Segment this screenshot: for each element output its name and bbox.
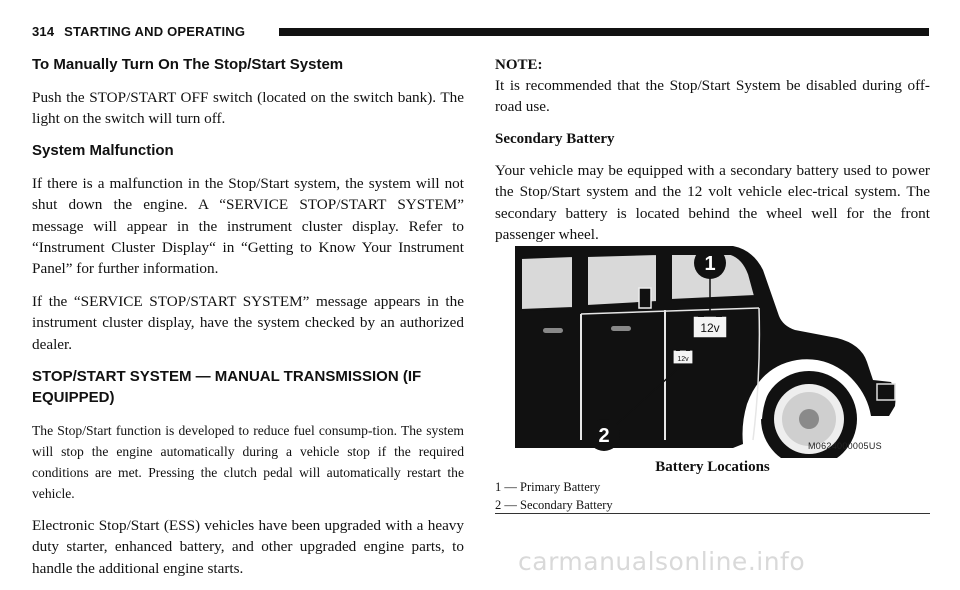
note-label: NOTE: [495, 57, 543, 73]
figure-legend: 1 — Primary Battery 2 — Secondary Batter… [495, 478, 930, 514]
section-title: STARTING AND OPERATING [64, 24, 246, 39]
figure-caption: Battery Locations [655, 459, 770, 475]
paragraph-ess-upgrades: Electronic Stop/Start (ESS) vehicles hav… [32, 517, 464, 577]
callout-1-number: 1 [704, 253, 715, 275]
header-rule [279, 28, 929, 36]
running-head: 314 STARTING AND OPERATING [32, 24, 245, 39]
callout-2-number: 2 [598, 425, 609, 447]
legend-rule [495, 513, 930, 514]
paragraph-service-message: If the “SERVICE STOP/START SYSTEM” messa… [32, 292, 464, 353]
legend-item-secondary: 2 — Secondary Battery [495, 498, 613, 512]
battery-location-figure: 1 2 12v 12v [515, 244, 898, 458]
figure-code: M0624000005US [808, 441, 882, 451]
primary-battery-label: 12v [700, 321, 719, 335]
paragraph-secondary-battery: Your vehicle may be equipped with a seco… [495, 161, 930, 244]
paragraph-malfunction: If there is a malfunction in the Stop/St… [32, 174, 464, 278]
secondary-battery-label: 12v [677, 356, 689, 363]
heading-manual-turn-on: To Manually Turn On The Stop/Start Syste… [32, 56, 344, 73]
heading-system-malfunction: System Malfunction [32, 141, 174, 159]
heading-manual-transmission: STOP/START SYSTEM — MANUAL TRANSMISSION … [32, 368, 422, 407]
paragraph-manual-turn-on: Push the STOP/START OFF switch (located … [32, 89, 464, 128]
watermark: carmanualsonline.info [518, 547, 806, 576]
paragraph-stop-start-function: The Stop/Start function is developed to … [32, 423, 464, 502]
vehicle-illustration: 1 2 12v 12v [515, 246, 896, 458]
right-column: NOTE: It is recommended that the Stop/St… [495, 55, 930, 256]
left-column: To Manually Turn On The Stop/Start Syste… [32, 55, 464, 590]
heading-secondary-battery: Secondary Battery [495, 130, 615, 147]
page-number: 314 [32, 24, 55, 39]
legend-item-primary: 1 — Primary Battery [495, 480, 601, 494]
note-text: It is recommended that the Stop/Start Sy… [495, 77, 930, 116]
